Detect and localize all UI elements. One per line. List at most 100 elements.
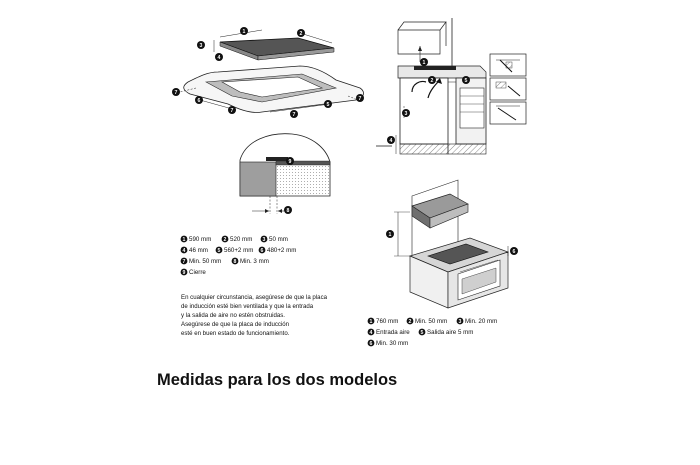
svg-text:7: 7 (175, 90, 178, 96)
svg-text:4: 4 (218, 55, 221, 61)
legend-right-badge-2 (406, 317, 414, 325)
legend-left-badge-number: 4 (183, 248, 186, 254)
legend-right-badge-number: 1 (370, 319, 373, 325)
callout-1-top: 1 (240, 27, 248, 35)
svg-text:8: 8 (287, 208, 290, 214)
legend-left-label-1: 590 mm (189, 236, 211, 243)
svg-text:7: 7 (231, 108, 234, 114)
callout-7-left: 7 (172, 88, 180, 96)
svg-text:1: 1 (243, 29, 246, 35)
legend-right-badge-number: 2 (409, 319, 412, 325)
legend-left-badge-3 (260, 235, 268, 243)
legend-right-label-1: 760 mm (376, 318, 398, 325)
callout-2-oven: 2 (428, 76, 436, 84)
svg-text:1: 1 (423, 60, 426, 66)
callout-4-oven: 4 (387, 136, 395, 144)
legend-left-label-4: 46 mm (189, 247, 208, 254)
legend-left-label-3: 50 mm (269, 236, 288, 243)
legend-right-badge-1 (367, 317, 375, 325)
legend-right-label-3: Min. 20 mm (465, 318, 497, 325)
oven-detail-boxes (489, 53, 527, 125)
callout-7-right: 7 (356, 94, 364, 102)
svg-text:3: 3 (200, 43, 203, 49)
legend-right-badge-number: 3 (459, 319, 462, 325)
legend-left-label-2: 520 mm (230, 236, 252, 243)
callout-5-top: 5 (324, 100, 332, 108)
note-line-1: En cualquier circunstancia, asegúrese de… (181, 294, 328, 301)
svg-text:7: 7 (293, 112, 296, 118)
legend-left-badge-1 (180, 235, 188, 243)
svg-text:6: 6 (513, 249, 516, 255)
callout-1-hood: 1 (386, 230, 394, 238)
legend-left-badge-number: 5 (218, 248, 221, 254)
legend-left-badge-number: 7 (183, 259, 186, 265)
svg-text:5: 5 (327, 102, 330, 108)
callout-4-top: 4 (215, 53, 223, 61)
svg-text:2: 2 (431, 78, 434, 84)
legend-left-badge-8 (231, 257, 239, 265)
callout-6-hood: 6 (510, 247, 518, 255)
legend-left-label-7: Min. 50 mm (189, 258, 221, 265)
page-title: Medidas para los dos modelos (157, 371, 398, 389)
legend-right-badge-number: 5 (421, 330, 424, 336)
legend-left-badge-number: 1 (183, 237, 186, 243)
legend-right-badge-6 (367, 339, 375, 347)
legend-left-badge-number: 8 (234, 259, 237, 265)
legend-right-label-5: Salida aire 5 mm (427, 329, 473, 336)
legend-left-label-5: 560+2 mm (224, 247, 253, 254)
legend-left-badge-2 (221, 235, 229, 243)
legend-left-badge-9 (180, 268, 188, 276)
legend-right-label-6: Min. 30 mm (376, 340, 408, 347)
callout-2-top: 2 (297, 29, 305, 37)
callout-7-bottom: 7 (290, 110, 298, 118)
callout-3-top: 3 (197, 41, 205, 49)
legend-left-badge-number: 9 (183, 270, 186, 276)
legend-right-label-4: Entrada aire (376, 329, 410, 336)
legend-left-badge-7 (180, 257, 188, 265)
legend-left-label-8: Min. 3 mm (240, 258, 269, 265)
ventilation-note: En cualquier circunstancia, asegúrese de… (181, 294, 328, 337)
legend-right-badge-4 (367, 328, 375, 336)
callout-7-bottom-left: 7 (228, 106, 236, 114)
hob-cutout-drawing (179, 29, 364, 113)
callout-1-oven: 1 (420, 58, 428, 66)
callout-6-top: 6 (195, 96, 203, 104)
svg-text:5: 5 (465, 78, 468, 84)
svg-text:9: 9 (289, 159, 292, 165)
svg-text:4: 4 (390, 138, 393, 144)
note-line-4: Asegúrese de que la placa de inducción (181, 321, 289, 328)
svg-text:7: 7 (359, 96, 362, 102)
cabinet-hood-drawing (394, 179, 510, 309)
edge-detail-drawing (239, 133, 331, 214)
callout-5-oven: 5 (462, 76, 470, 84)
legend-left-badge-6 (258, 246, 266, 254)
oven-section-drawing (376, 18, 487, 155)
legend-right-badge-number: 4 (370, 330, 373, 336)
note-line-5: esté en buen estado de funcionamiento. (181, 330, 290, 337)
callout-3-oven: 3 (402, 109, 410, 117)
svg-text:3: 3 (405, 111, 408, 117)
legend-left-badge-number: 2 (224, 237, 227, 243)
legend-right-badge-number: 6 (370, 341, 373, 347)
legend-left-badge-5 (215, 246, 223, 254)
svg-text:6: 6 (198, 98, 201, 104)
legend-left-label-6: 480+2 mm (267, 247, 296, 254)
svg-text:1: 1 (389, 232, 392, 238)
note-line-3: y la salida de aire no estén obstruidas. (181, 312, 285, 319)
legend-left-badge-number: 3 (263, 237, 266, 243)
note-line-2: de inducción esté bien ventilada y que l… (181, 303, 314, 310)
